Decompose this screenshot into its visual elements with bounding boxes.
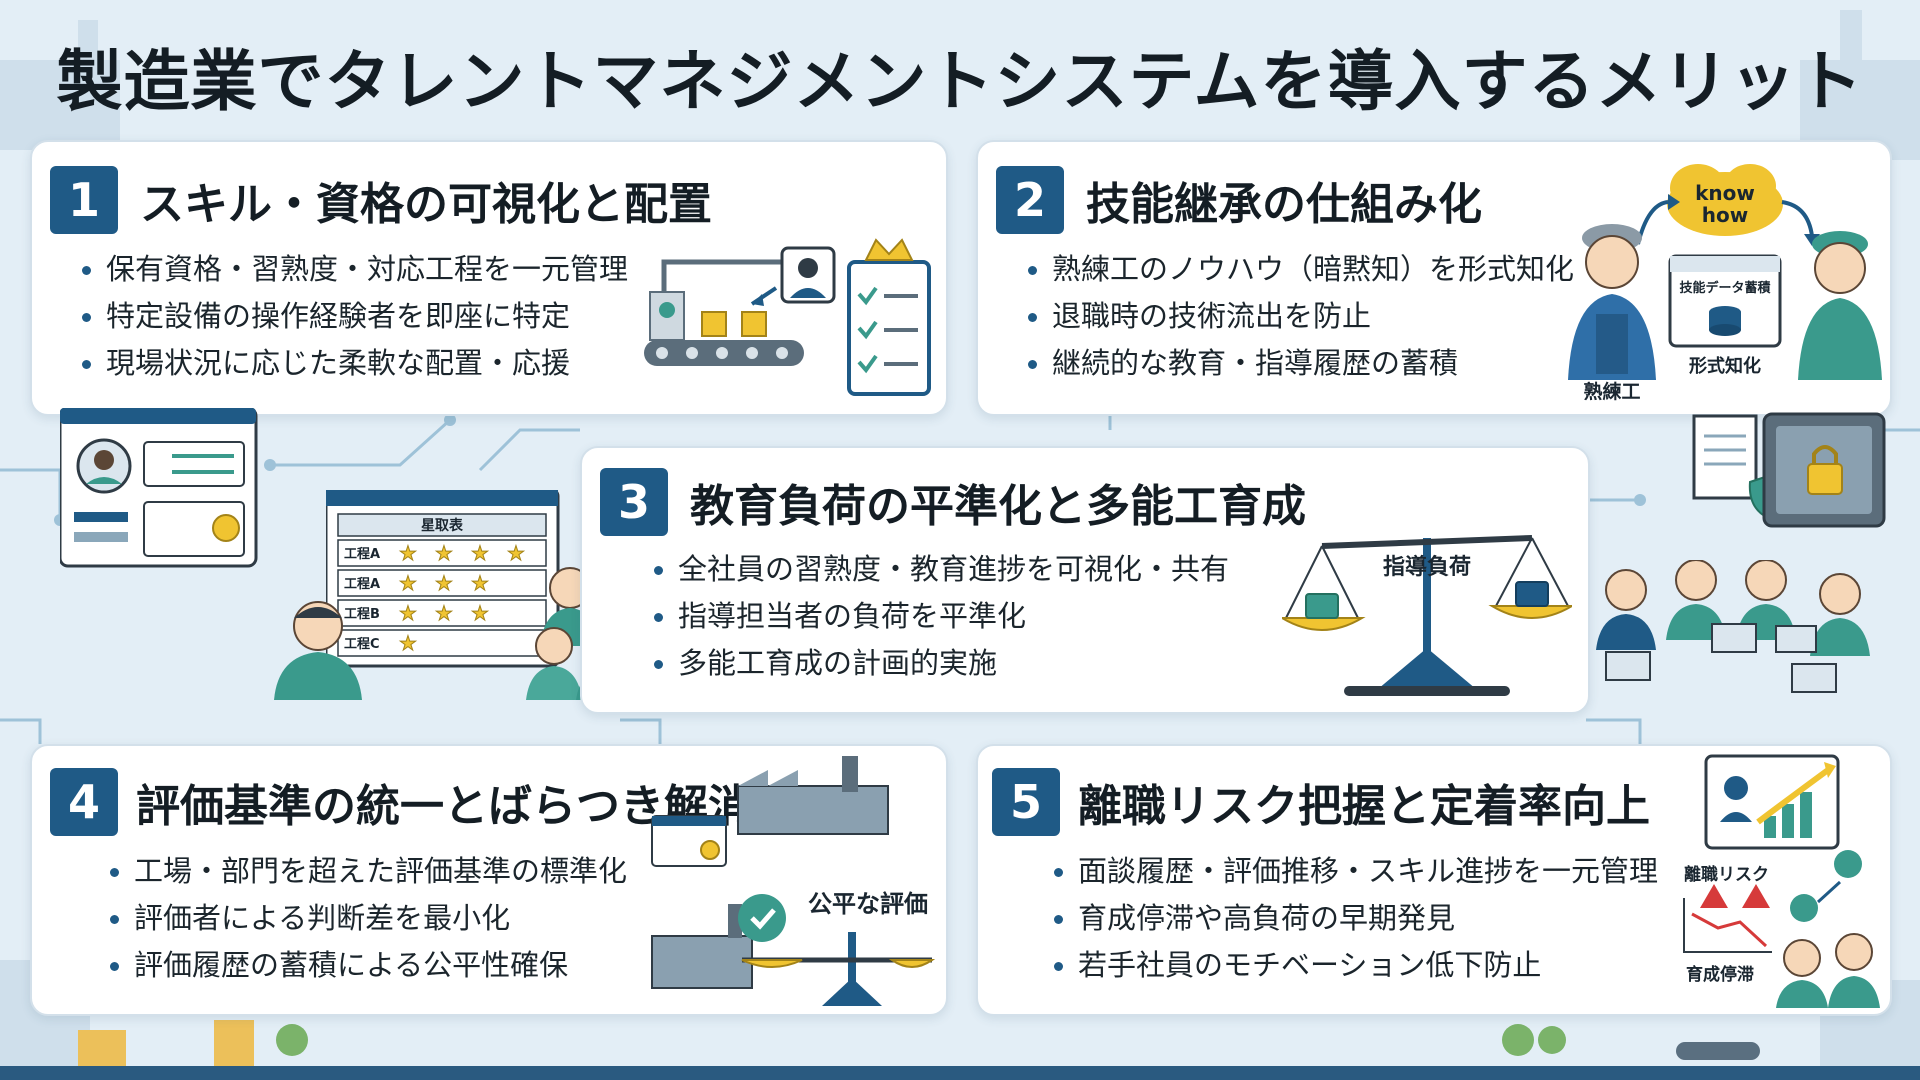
star-icon: ★ xyxy=(435,541,453,565)
star-icon: ★ xyxy=(399,631,417,655)
card-number: 3 xyxy=(600,468,668,536)
card-number: 1 xyxy=(50,166,118,234)
star-chart-row xyxy=(337,539,547,567)
star-chart-row-label: 工程C xyxy=(344,637,380,652)
cloud-text-know: know xyxy=(1695,181,1755,205)
card-training-load: 3 教育負荷の平準化と多能工育成 全社員の習熟度・教育進捗を可視化・共有 指導担… xyxy=(580,446,1590,714)
cloud-text-how: how xyxy=(1702,203,1748,227)
veteran-worker-icon xyxy=(1568,224,1656,380)
bullet-item: 工場・部門を超えた評価基準の標準化 xyxy=(108,848,627,895)
card-number: 5 xyxy=(992,768,1060,836)
cloud-icon: know how xyxy=(1667,164,1783,236)
card-bullets: 工場・部門を超えた評価基準の標準化 評価者による判断差を最小化 評価履歴の蓄積に… xyxy=(108,848,627,989)
young-worker-icon xyxy=(1798,231,1882,380)
card-bullets: 熟練工のノウハウ（暗黙知）を形式知化 退職時の技術流出を防止 継続的な教育・指導… xyxy=(1026,246,1574,387)
card-number: 4 xyxy=(50,768,118,836)
star-icon: ★ xyxy=(399,541,417,565)
explicit-knowledge-label: 形式知化 xyxy=(1689,355,1761,377)
star-chart-icon: 星取表 工程A ★ ★ ★ ★ 工程A ★ ★ ★ 工程B ★ ★ ★ 工程C ★ xyxy=(324,488,562,670)
safe-lock-icon xyxy=(1762,412,1886,528)
check-circle-icon xyxy=(1790,894,1818,922)
bullet-item: 指導担当者の負荷を平準化 xyxy=(652,593,1229,640)
conveyor-icon xyxy=(644,238,931,396)
card-bullets: 面談履歴・評価推移・スキル進捗を一元管理 育成停滞や高負荷の早期発見 若手社員の… xyxy=(1052,848,1658,989)
veteran-label: 熟練工 xyxy=(1583,380,1640,403)
page-title: 製造業でタレントマネジメントシステムを導入するメリット xyxy=(56,43,1864,120)
evaluation-form-icon xyxy=(651,815,727,867)
briefcase-icon xyxy=(1515,581,1549,607)
star-chart-row-label: 工程A xyxy=(344,577,380,592)
warning-icon xyxy=(1700,884,1770,908)
bullet-item: 育成停滞や高負荷の早期発見 xyxy=(1052,895,1658,942)
card-skill-inheritance: 2 技能継承の仕組み化 熟練工のノウハウ（暗黙知）を形式知化 退職時の技術流出を… xyxy=(976,140,1892,416)
briefcase-icon xyxy=(1305,593,1339,619)
card-bullets: 全社員の習熟度・教育進捗を可視化・共有 指導担当者の負荷を平準化 多能工育成の計… xyxy=(652,546,1229,687)
fair-evaluation-label: 公平な評価 xyxy=(808,890,928,918)
bullet-item: 現場状況に応じた柔軟な配置・応援 xyxy=(80,340,628,387)
card-title: 技能継承の仕組み化 xyxy=(1086,179,1482,230)
bullet-item: 特定設備の操作経験者を即座に特定 xyxy=(80,293,628,340)
bullet-item: 評価履歴の蓄積による公平性確保 xyxy=(108,942,627,989)
database-panel-icon: 技能データ蓄積 xyxy=(1668,254,1782,348)
team-laptops-icon xyxy=(1596,560,1870,693)
bullet-item: 継続的な教育・指導履歴の蓄積 xyxy=(1026,340,1574,387)
factory-icon xyxy=(737,756,889,835)
star-icon: ★ xyxy=(471,601,489,625)
growth-chart-icon xyxy=(1704,754,1840,850)
star-icon: ★ xyxy=(435,571,453,595)
star-chart-row xyxy=(337,569,547,597)
card-title: スキル・資格の可視化と配置 xyxy=(140,179,712,230)
card-number: 2 xyxy=(996,166,1064,234)
card-title: 離職リスク把握と定着率向上 xyxy=(1078,781,1650,832)
balance-scale-icon: 指導負荷 xyxy=(1282,535,1572,696)
card-skill-visualization: 1 スキル・資格の可視化と配置 保有資格・習熟度・対応工程を一元管理 特定設備の… xyxy=(30,140,948,416)
bullet-item: 評価者による判断差を最小化 xyxy=(108,895,627,942)
bullet-item: 若手社員のモチベーション低下防止 xyxy=(1052,942,1658,989)
factory-icon xyxy=(651,904,753,989)
worker-icon xyxy=(274,601,362,700)
fair-evaluation-illustration: 公平な評価 xyxy=(651,756,936,1006)
card-title: 教育負荷の平準化と多能工育成 xyxy=(690,481,1306,532)
star-icon: ★ xyxy=(471,571,489,595)
bullet-item: 面談履歴・評価推移・スキル進捗を一元管理 xyxy=(1052,848,1658,895)
scale-label: 指導負荷 xyxy=(1383,554,1471,580)
knowledge-transfer-illustration: know how 熟練工 技能データ蓄積 形式知化 xyxy=(1568,164,1882,403)
card-title: 評価基準の統一とばらつき解消 xyxy=(136,781,752,832)
stall-label: 育成停滞 xyxy=(1686,964,1754,985)
card-bullets: 保有資格・習熟度・対応工程を一元管理 特定設備の操作経験者を即座に特定 現場状況… xyxy=(80,246,628,387)
check-circle-icon xyxy=(1834,850,1862,878)
bullet-item: 多能工育成の計画的実施 xyxy=(652,640,1229,687)
star-icon: ★ xyxy=(507,541,525,565)
bullet-item: 保有資格・習熟度・対応工程を一元管理 xyxy=(80,246,628,293)
star-chart-row-label: 工程A xyxy=(344,547,380,562)
star-icon: ★ xyxy=(471,541,489,565)
star-chart-table: 星取表 工程A ★ ★ ★ ★ 工程A ★ ★ ★ 工程B ★ ★ ★ 工程C ★ xyxy=(324,488,560,668)
card-evaluation-standard: 4 評価基準の統一とばらつき解消 工場・部門を超えた評価基準の標準化 評価者によ… xyxy=(30,744,948,1016)
star-chart-row-label: 工程B xyxy=(344,607,380,622)
young-staff-icon xyxy=(1776,933,1880,1008)
star-icon: ★ xyxy=(435,601,453,625)
star-chart-row xyxy=(337,599,547,627)
balance-scale-icon xyxy=(741,932,936,1006)
check-circle-icon xyxy=(738,894,786,942)
database-panel-label: 技能データ蓄積 xyxy=(1679,280,1771,296)
star-chart-title: 星取表 xyxy=(421,517,464,534)
bullet-item: 退職時の技術流出を防止 xyxy=(1026,293,1574,340)
checklist-crown-icon xyxy=(847,238,931,396)
star-icon: ★ xyxy=(399,601,417,625)
bullet-item: 全社員の習熟度・教育進捗を可視化・共有 xyxy=(652,546,1229,593)
card-turnover-risk: 5 離職リスク把握と定着率向上 面談履歴・評価推移・スキル進捗を一元管理 育成停… xyxy=(976,744,1892,1016)
profile-card-icon xyxy=(60,408,258,568)
risk-growth-illustration: 離職リスク 育成停滞 xyxy=(1683,754,1880,1008)
star-icon: ★ xyxy=(399,571,417,595)
risk-label: 離職リスク xyxy=(1684,864,1769,885)
bullet-item: 熟練工のノウハウ（暗黙知）を形式知化 xyxy=(1026,246,1574,293)
